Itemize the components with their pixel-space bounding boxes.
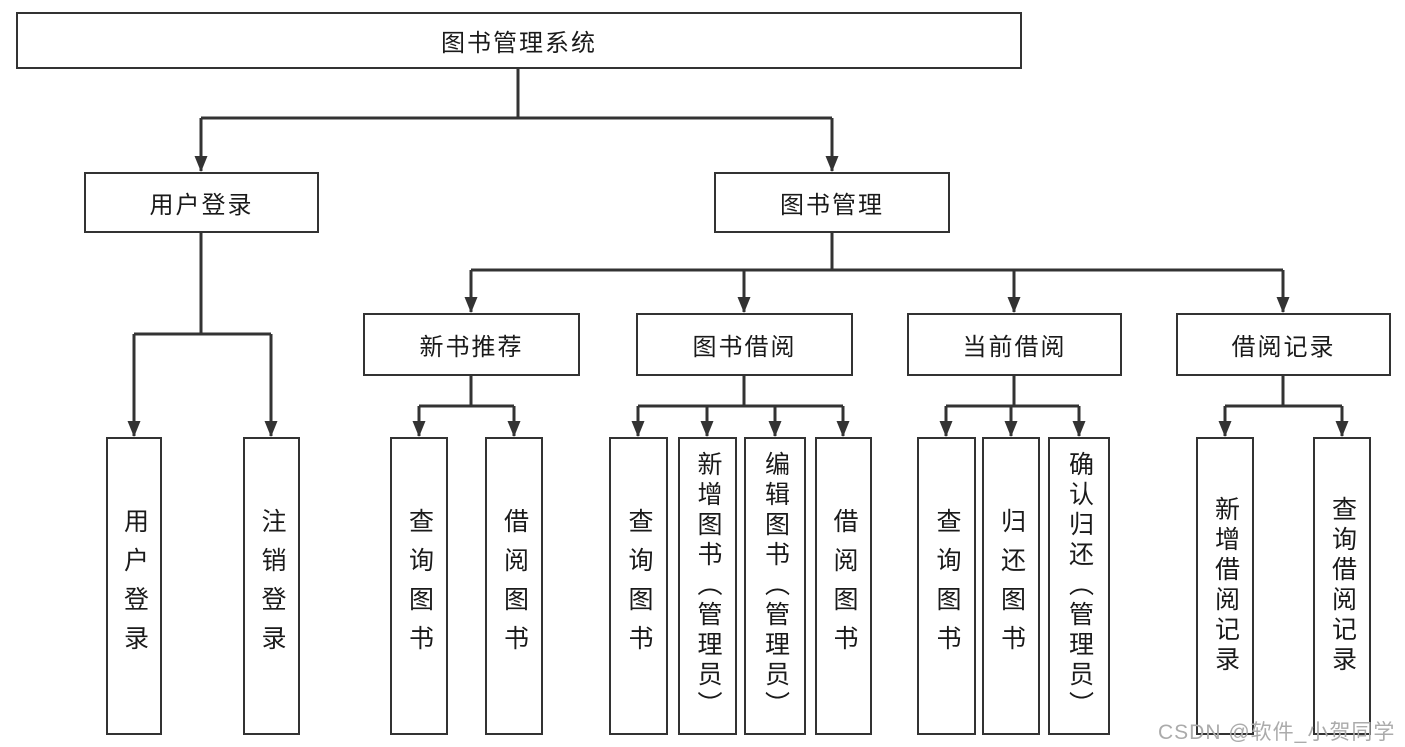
node-leaf-borrow-book-2: 借阅图书 xyxy=(815,437,872,735)
node-label: 用户登录 xyxy=(120,508,149,664)
node-book-management: 图书管理 xyxy=(714,172,950,233)
node-label: 新增图书（管理员） xyxy=(694,451,722,721)
node-label: 当前借阅 xyxy=(962,334,1067,361)
node-leaf-add-book-admin: 新增图书（管理员） xyxy=(678,437,737,735)
node-label: 图书管理系统 xyxy=(441,30,597,57)
node-leaf-confirm-return-admin: 确认归还（管理员） xyxy=(1048,437,1110,735)
node-user-login: 用户登录 xyxy=(84,172,319,233)
node-label: 确认归还（管理员） xyxy=(1065,451,1094,721)
node-label: 注销登录 xyxy=(258,508,286,664)
node-leaf-user-login: 用户登录 xyxy=(106,437,162,735)
node-leaf-edit-book-admin: 编辑图书（管理员） xyxy=(744,437,806,735)
node-label: 归还图书 xyxy=(997,508,1026,664)
node-leaf-add-borrow-record: 新增借阅记录 xyxy=(1196,437,1254,735)
edges xyxy=(127,69,1349,437)
node-new-book-recommend: 新书推荐 xyxy=(363,313,580,376)
csdn-watermark: CSDN @软件_小贺同学 xyxy=(1158,721,1396,744)
node-label: 查询图书 xyxy=(405,508,434,664)
node-leaf-query-book-1: 查询图书 xyxy=(390,437,448,735)
node-label: 查询图书 xyxy=(625,508,653,664)
node-label: 借阅图书 xyxy=(500,508,529,664)
node-label: 查询图书 xyxy=(933,508,961,664)
node-leaf-borrow-book-1: 借阅图书 xyxy=(485,437,543,735)
node-label: 借阅图书 xyxy=(830,508,858,664)
node-label: 用户登录 xyxy=(149,192,254,219)
node-label: 新书推荐 xyxy=(419,334,524,361)
node-label: 图书借阅 xyxy=(692,334,797,361)
node-label: 查询借阅记录 xyxy=(1328,496,1357,676)
node-label: 编辑图书（管理员） xyxy=(761,451,790,721)
node-label: 新增借阅记录 xyxy=(1211,496,1240,676)
node-leaf-return-book: 归还图书 xyxy=(982,437,1040,735)
node-root-library-system: 图书管理系统 xyxy=(16,12,1022,69)
node-borrow-records: 借阅记录 xyxy=(1176,313,1391,376)
node-leaf-query-book-3: 查询图书 xyxy=(917,437,976,735)
node-book-borrowing: 图书借阅 xyxy=(636,313,853,376)
node-leaf-query-borrow-record: 查询借阅记录 xyxy=(1313,437,1371,735)
node-label: 借阅记录 xyxy=(1231,334,1336,361)
node-leaf-query-book-2: 查询图书 xyxy=(609,437,668,735)
node-current-borrowing: 当前借阅 xyxy=(907,313,1122,376)
node-leaf-logout: 注销登录 xyxy=(243,437,300,735)
node-label: 图书管理 xyxy=(780,192,884,219)
